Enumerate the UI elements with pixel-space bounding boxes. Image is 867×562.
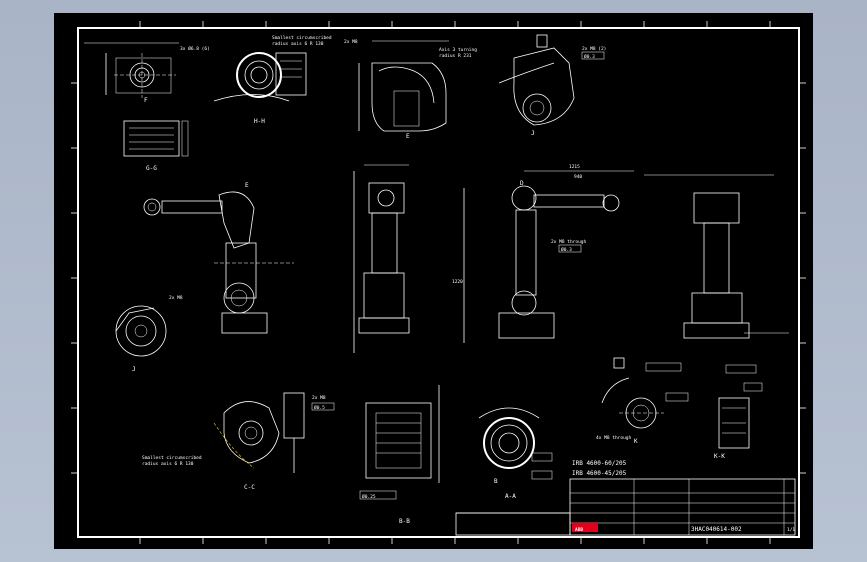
view-j-top: Axis 3 turning radius R 231 J 2x M8 (2) … (439, 34, 606, 137)
view-cc: Smallest circumscribed radius axis 6 R 1… (142, 392, 335, 491)
note-through-2: 4x M8 through (596, 435, 632, 441)
callout-d: D (520, 180, 524, 187)
robot-view-side: 1215 940 D 2x M8 through Ø0.3 1220 (452, 164, 634, 343)
dim-2x-m8: 2x M8 (344, 39, 358, 45)
note-axis3-turning: Axis 3 turning (439, 47, 477, 53)
view-k: K 4x M8 through (596, 357, 689, 445)
view-gg: G-G (123, 120, 189, 172)
view-f: F 3x Ø6.8 (6) (84, 42, 210, 104)
drawing-border (77, 27, 800, 538)
sheet-number: 1/1 (787, 527, 795, 533)
tol-03-b: Ø0.3 (561, 246, 572, 253)
frame-ticks (71, 21, 806, 544)
robot-view-1: E (143, 182, 294, 334)
title-block: IRB 4600-60/205 IRB 4600-45/205 ABB 3HAC… (455, 460, 795, 536)
view-j-top-label: J (531, 130, 535, 137)
view-cc-label: C-C (244, 484, 255, 491)
note-smallest-radius-2: Smallest circumscribed (142, 455, 202, 461)
abb-logo: ABB (575, 527, 583, 533)
view-hh: Smallest circumscribed radius axis 6 R 1… (213, 35, 332, 125)
view-j-bottom-label: J (132, 366, 136, 373)
tol-05: Ø0.5 (314, 404, 325, 411)
view-bb: B-B Ø0.25 (359, 385, 440, 525)
note-smallest-radius-2b: radius axis 6 R 130 (142, 461, 194, 467)
view-bb-label: B-B (399, 518, 410, 525)
view-j-bottom: J 2x M8 (115, 295, 183, 373)
note-smallest-radius-1b: radius axis 6 R 130 (272, 41, 324, 47)
drawing-sheet: F 3x Ø6.8 (6) Smallest circumscribed rad… (54, 13, 813, 549)
doc-number: 3HAC040614-002 (691, 526, 742, 533)
view-kk: K-K (714, 364, 763, 460)
callout-e: E (245, 182, 249, 189)
robot-view-front (353, 164, 410, 353)
dim-2x-m8-2: 2x M8 (2) (582, 46, 606, 52)
note-smallest-radius-1: Smallest circumscribed (272, 35, 332, 41)
view-k-label: K (634, 438, 638, 445)
note-through-1: 2x M8 through (551, 239, 587, 245)
model-2: IRB 4600-45/205 (572, 470, 627, 477)
note-axis3-turning-b: radius R 231 (439, 53, 472, 59)
dim-940: 940 (574, 174, 582, 180)
callout-b: B (494, 478, 498, 485)
technical-drawing: F 3x Ø6.8 (6) Smallest circumscribed rad… (71, 21, 806, 544)
dim-1215: 1215 (569, 164, 580, 170)
model-1: IRB 4600-60/205 (572, 460, 627, 467)
view-gg-label: G-G (146, 165, 157, 172)
tol-025: Ø0.25 (362, 493, 376, 500)
view-aa: B A-A (478, 407, 553, 500)
robot-view-back (644, 174, 789, 339)
view-e: E 2x M8 (344, 39, 449, 140)
view-f-label: F (144, 97, 148, 104)
dim-3x-m68: 3x Ø6.8 (6) (180, 45, 210, 52)
tol-03: Ø0.3 (584, 53, 595, 60)
dim-2x-m8-bottom: 2x M8 (169, 295, 183, 301)
view-e-label: E (406, 133, 410, 140)
view-aa-label: A-A (505, 493, 516, 500)
dim-2x-m8-c: 2x M8 (312, 395, 326, 401)
dim-1220: 1220 (452, 279, 463, 285)
view-hh-label: H-H (254, 118, 265, 125)
view-kk-label: K-K (714, 453, 725, 460)
